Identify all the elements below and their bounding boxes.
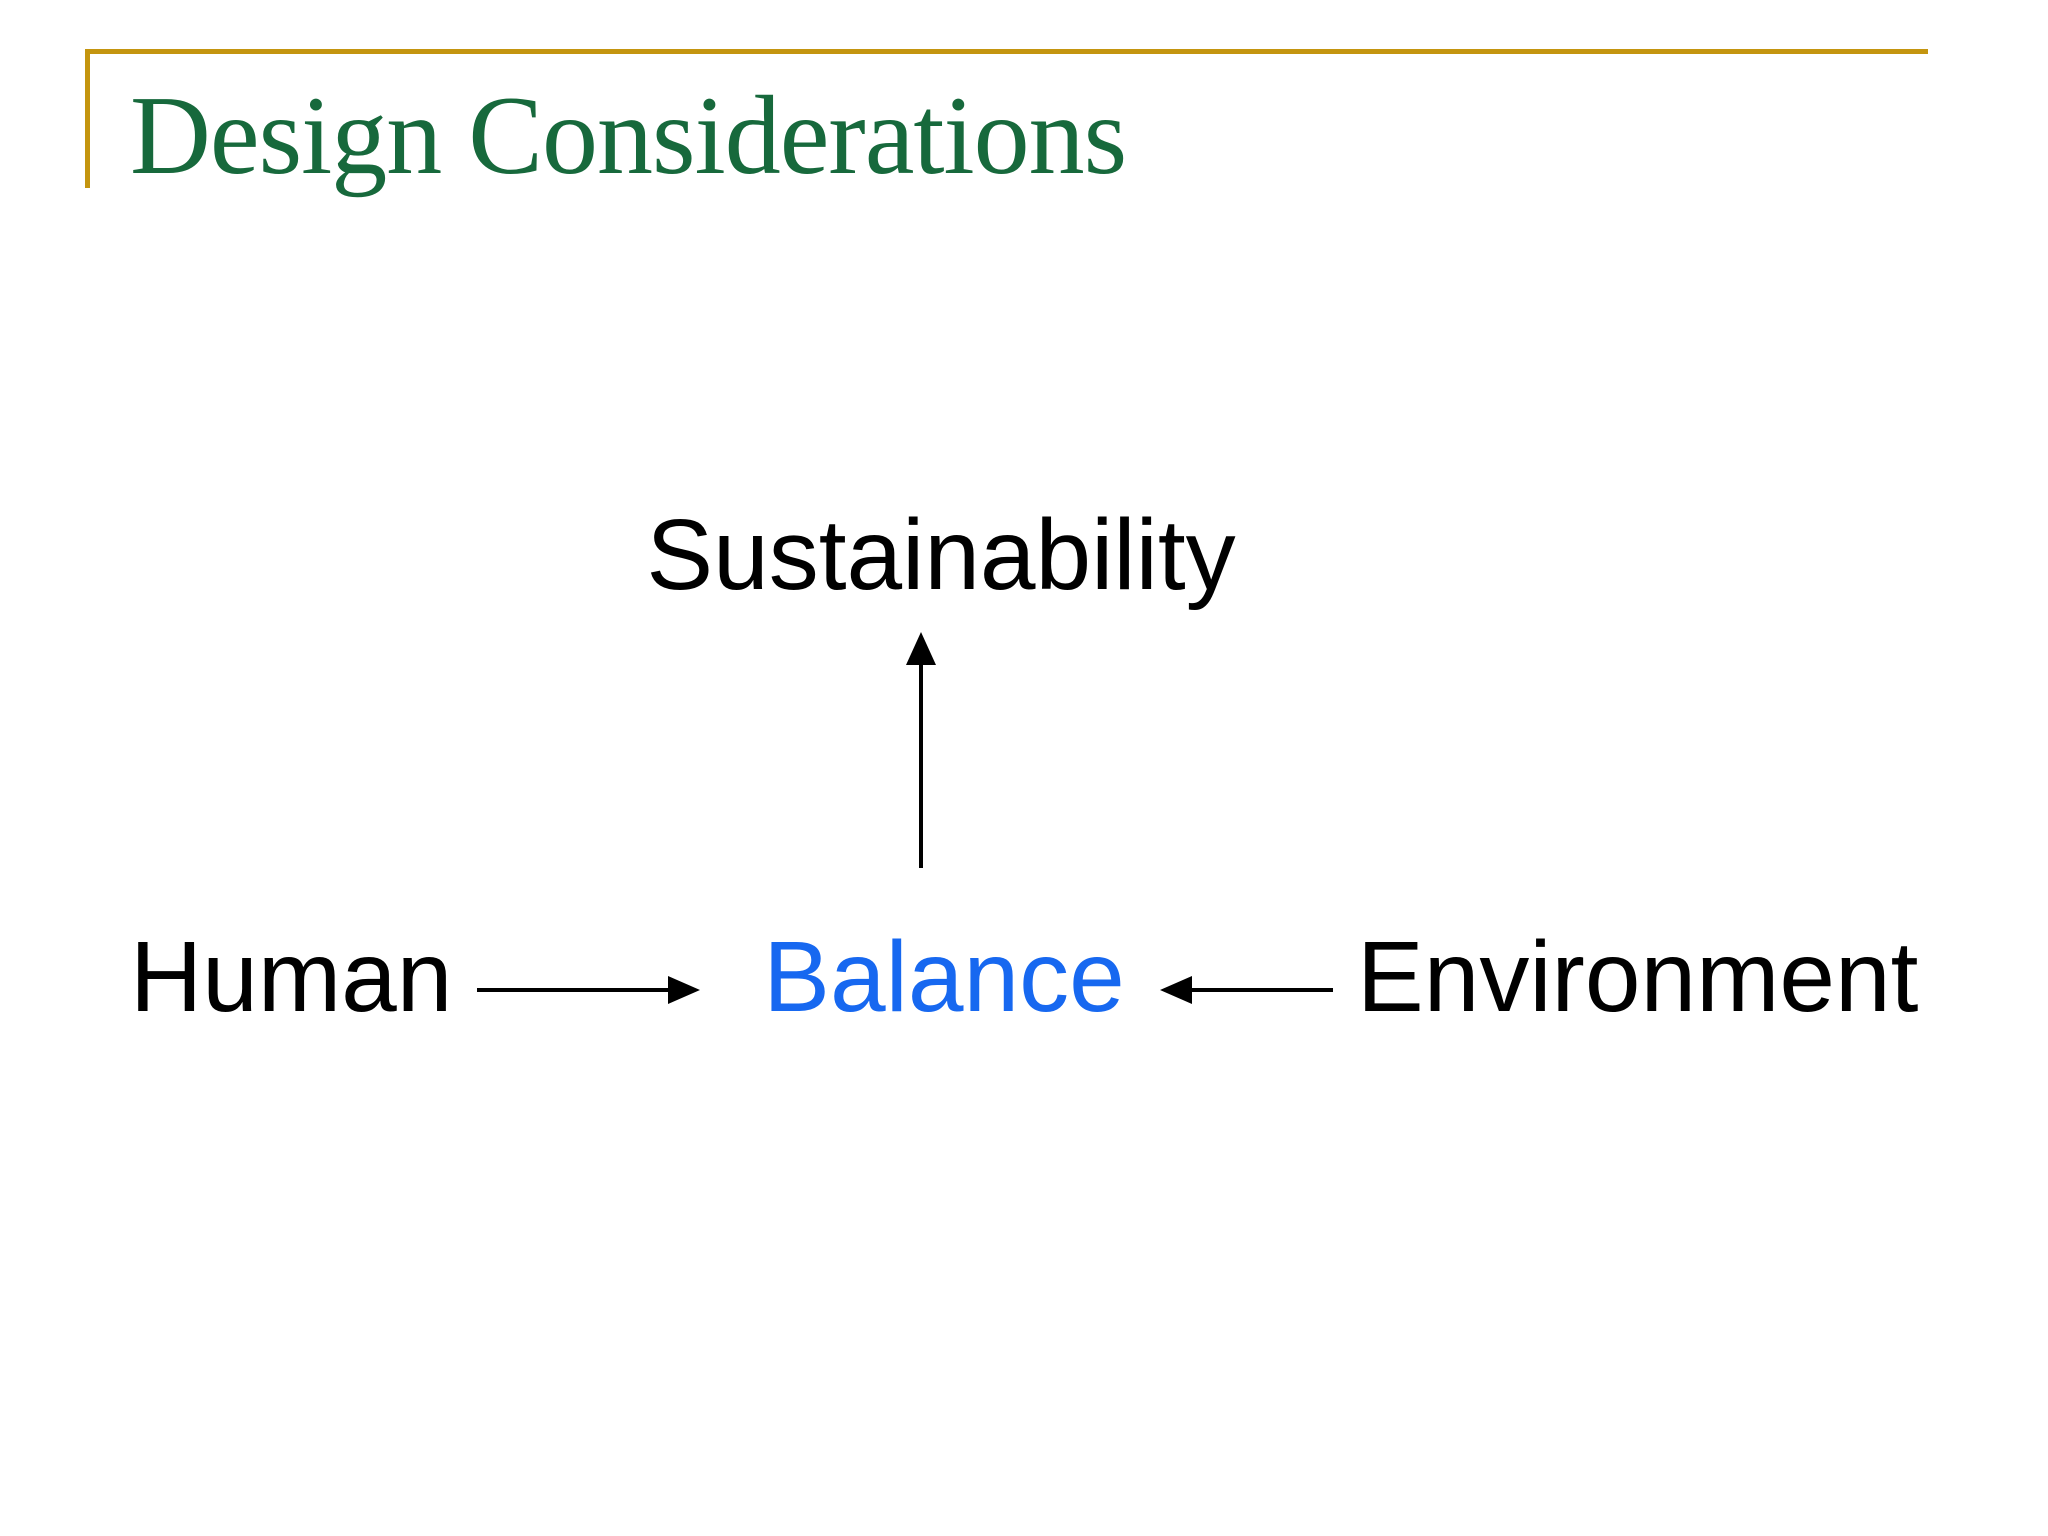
accent-rule-top [85, 49, 1928, 54]
accent-rule-left [85, 49, 90, 188]
left-arrow-icon [1160, 976, 1333, 1004]
page-title: Design Considerations [130, 74, 1127, 198]
node-balance: Balance [763, 921, 1125, 1033]
right-arrow-icon [477, 976, 700, 1004]
node-human: Human [130, 921, 453, 1033]
node-sustainability: Sustainability [646, 499, 1236, 611]
node-environment: Environment [1357, 921, 1919, 1033]
up-arrow-icon [906, 632, 936, 868]
